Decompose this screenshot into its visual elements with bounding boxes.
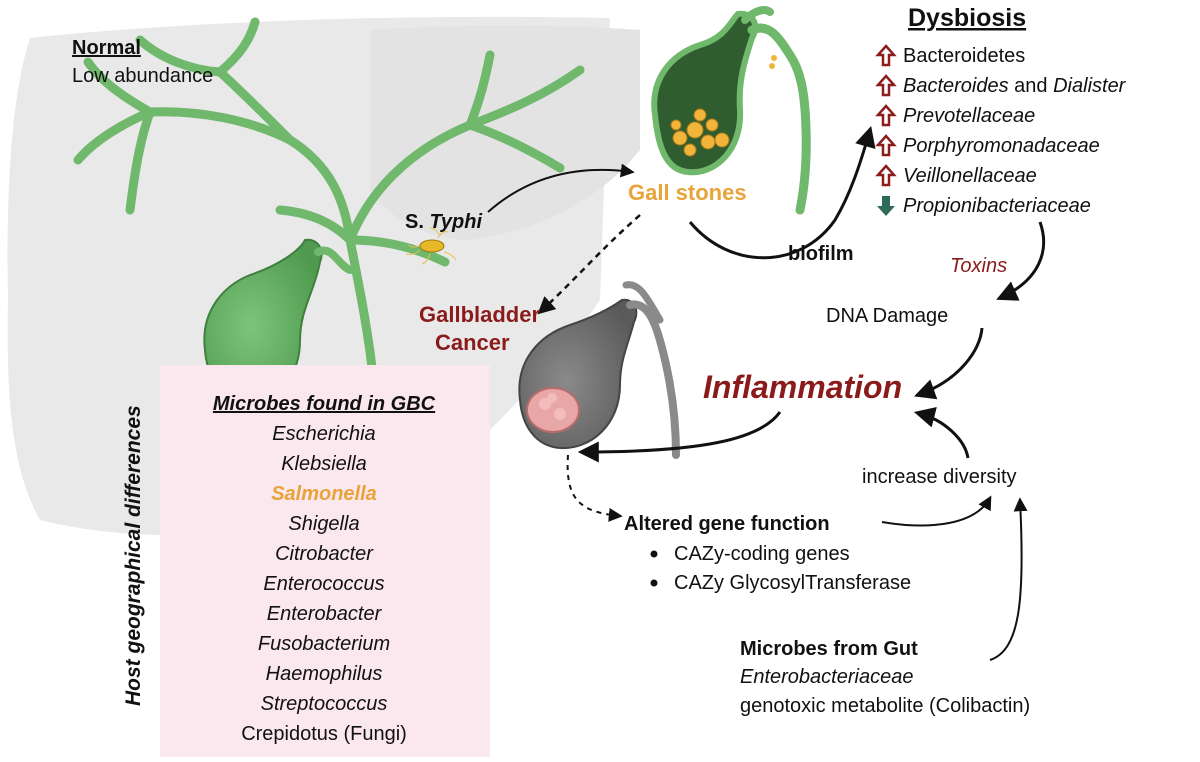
salmonella-bacterium-icon (405, 227, 457, 265)
up-arrow-icon (875, 44, 897, 67)
up-arrow-icon (875, 164, 897, 187)
increase-diversity-label: increase diversity (862, 466, 1017, 488)
arrow-altered-to-diversity (881, 495, 992, 527)
cancer-gallbladder (518, 281, 680, 459)
gbc-microbe-item: Citrobacter (275, 543, 374, 565)
gbc-microbes-list: EscherichiaKlebsiellaSalmonellaShigellaC… (241, 423, 407, 745)
up-arrow-icon (875, 104, 897, 127)
gbc-microbe-item: Salmonella (271, 483, 377, 505)
arrow-dysbiosis-to-dna (996, 221, 1046, 301)
dysbiosis-item: Veillonellaceae (875, 164, 1037, 187)
up-arrow-icon (875, 134, 897, 157)
gut-microbes-title: Microbes from Gut (740, 638, 918, 660)
up-arrow-icon (875, 74, 897, 97)
biofilm-label: biofilm (788, 243, 854, 265)
gbc-microbe-item: Enterobacter (267, 603, 383, 625)
dysbiosis-item: Prevotellaceae (875, 104, 1035, 127)
arrow-gut-to-diversity (989, 497, 1028, 661)
arrow-typhi-to-gallstones (487, 163, 635, 213)
arrow-inflammation-to-cancer (577, 411, 782, 463)
bullet-icon (650, 579, 658, 587)
normal-subtitle: Low abundance (72, 65, 213, 87)
dysbiosis-item: Bacteroidetes (875, 44, 1025, 67)
gbc-microbe-item: Fusobacterium (258, 633, 390, 655)
gut-microbes-family: Enterobacteriaceae (740, 666, 913, 688)
gallbladder-cancer-label-line1: Gallbladder (419, 302, 540, 327)
dysbiosis-item-label: Veillonellaceae (903, 165, 1037, 187)
arrow-cancer-to-altered (566, 454, 623, 522)
altered-gene-item-label: CAZy GlycosylTransferase (674, 572, 911, 594)
dysbiosis-item: Porphyromonadaceae (875, 134, 1100, 157)
dysbiosis-item: Propionibacteriaceae (877, 195, 1091, 217)
gall-stones-label: Gall stones (628, 180, 747, 205)
host-geo-label: Host geographical differences (122, 405, 145, 706)
gbc-microbe-item: Crepidotus (Fungi) (241, 723, 407, 745)
dysbiosis-item: Bacteroides and Dialister (875, 74, 1127, 97)
gbc-microbe-item: Haemophilus (266, 663, 383, 685)
flow-arrows (487, 125, 1046, 661)
gallstone-gallbladder (651, 6, 811, 215)
tumor-mass (526, 387, 580, 433)
altered-gene-item: CAZy GlycosylTransferase (650, 572, 911, 594)
gbc-microbes-title: Microbes found in GBC (213, 393, 436, 415)
altered-gene-item: CAZy-coding genes (650, 543, 850, 565)
arrow-dna-to-inflammation (914, 327, 984, 400)
arrow-gallstones-to-cancer (537, 214, 641, 315)
gbc-microbe-item: Enterococcus (263, 573, 384, 595)
gallbladder-cancer-label-line2: Cancer (435, 330, 510, 355)
gut-microbes-metabolite: genotoxic metabolite (Colibactin) (740, 695, 1030, 717)
s-typhi-label: S. Typhi (405, 211, 482, 233)
altered-gene-title: Altered gene function (624, 513, 830, 535)
gbc-microbe-item: Klebsiella (281, 453, 367, 475)
bile-duct-tree (73, 17, 585, 400)
gbc-microbes-box (160, 365, 490, 757)
bullet-icon (650, 550, 658, 558)
dysbiosis-item-label: Prevotellaceae (903, 105, 1035, 127)
dysbiosis-item-label: Porphyromonadaceae (903, 135, 1100, 157)
dna-damage-label: DNA Damage (826, 305, 948, 327)
toxins-label: Toxins (950, 255, 1007, 277)
inflammation-label: Inflammation (703, 369, 902, 405)
dysbiosis-title: Dysbiosis (908, 4, 1026, 32)
dysbiosis-item-label: Bacteroides and Dialister (903, 75, 1127, 97)
normal-title: Normal (72, 37, 141, 59)
arrow-biofilm-to-dysbiosis (688, 125, 876, 260)
arrow-diversity-to-inflammation (913, 407, 970, 459)
gbc-microbe-item: Shigella (288, 513, 359, 535)
dysbiosis-item-label: Propionibacteriaceae (903, 195, 1091, 217)
gbc-microbe-item: Escherichia (272, 423, 375, 445)
down-arrow-icon (877, 196, 895, 216)
dysbiosis-item-label: Bacteroidetes (903, 45, 1025, 67)
altered-gene-item-label: CAZy-coding genes (674, 543, 850, 565)
gbc-microbe-item: Streptococcus (261, 693, 388, 715)
